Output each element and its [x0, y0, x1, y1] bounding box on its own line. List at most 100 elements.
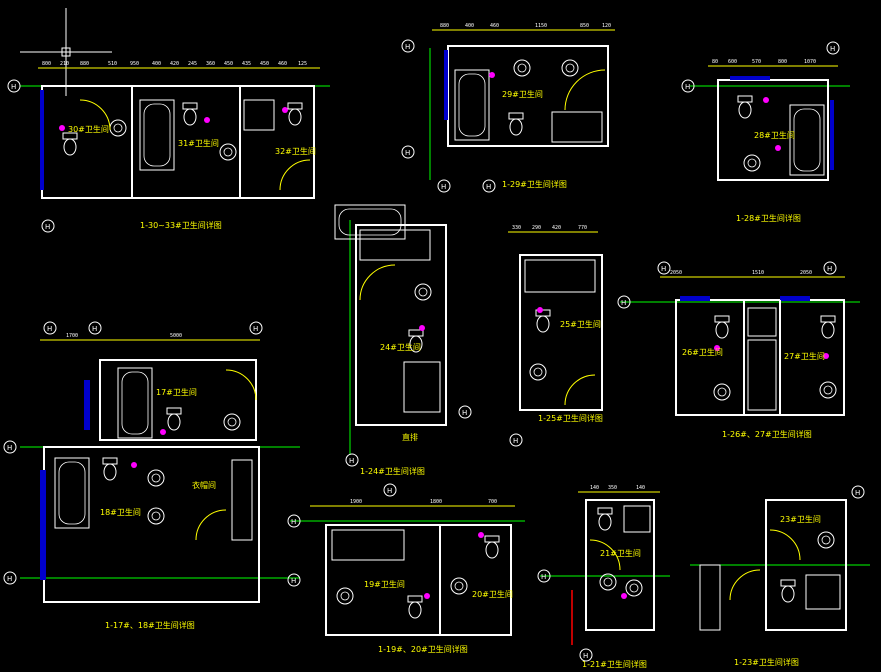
- axis-bubble: H: [826, 41, 840, 55]
- door-swing: [79, 99, 111, 131]
- axis-bubble: H: [3, 440, 17, 454]
- panel-caption: 1-23#卫生间详图: [734, 657, 799, 667]
- toilet-icon: [714, 315, 730, 339]
- wall: [43, 446, 260, 603]
- panel-caption: 1-19#、20#卫生间详图: [378, 644, 468, 654]
- svg-text:450: 450: [224, 61, 233, 67]
- svg-text:210: 210: [60, 61, 69, 67]
- toilet-icon: [287, 102, 303, 126]
- svg-text:800: 800: [778, 59, 787, 65]
- svg-text:H: H: [7, 444, 12, 452]
- svg-text:H: H: [291, 518, 296, 526]
- door-swing: [564, 374, 596, 406]
- toilet-icon: [102, 457, 118, 481]
- bathtub-icon: [454, 69, 490, 141]
- svg-text:H: H: [462, 409, 467, 417]
- room-label: 29#卫生间: [502, 89, 543, 99]
- marker: [537, 307, 543, 313]
- sink-icon: [219, 143, 237, 161]
- wardrobe: [231, 459, 253, 541]
- svg-text:1700: 1700: [66, 333, 78, 339]
- axis-bubble: H: [851, 485, 865, 499]
- toilet-icon: [820, 315, 836, 339]
- dimension-labels: 2050 1510 2050: [670, 270, 812, 276]
- svg-text:H: H: [45, 223, 50, 231]
- svg-text:H: H: [441, 183, 446, 191]
- svg-text:880: 880: [80, 61, 89, 67]
- svg-text:950: 950: [130, 61, 139, 67]
- bathtub: [747, 339, 777, 411]
- room-label: 20#卫生间: [472, 589, 513, 599]
- svg-text:330: 330: [512, 225, 521, 231]
- sink-icon: [109, 119, 127, 137]
- door-swing: [564, 69, 606, 111]
- svg-text:H: H: [486, 183, 491, 191]
- room-note: 直排: [402, 432, 418, 442]
- door-swing: [589, 539, 621, 571]
- window: [830, 100, 834, 170]
- axis-bubble: H: [401, 39, 415, 53]
- sink-icon: [817, 531, 835, 549]
- panel-caption: 1-30~33#卫生间详图: [140, 220, 222, 230]
- panel-caption: 1-21#卫生间详图: [582, 659, 647, 669]
- panel-caption: 1-25#卫生间详图: [538, 413, 603, 423]
- dimension-labels: 1900 1800 700: [350, 499, 497, 505]
- sink-icon: [743, 154, 761, 172]
- sink-icon: [147, 507, 165, 525]
- svg-text:570: 570: [752, 59, 761, 65]
- axis-bubble: H: [681, 79, 695, 93]
- window: [84, 380, 90, 430]
- svg-text:400: 400: [465, 23, 474, 29]
- svg-text:120: 120: [602, 23, 611, 29]
- axis-bubble: H: [823, 261, 837, 275]
- wall: [699, 564, 721, 631]
- room-label: 18#卫生间: [100, 507, 141, 517]
- toilet-icon: [535, 309, 551, 333]
- wall: [765, 499, 847, 631]
- room-label: 28#卫生间: [754, 130, 795, 140]
- shower-tray: [747, 307, 777, 337]
- bathtub-icon: [54, 457, 90, 529]
- dimension-labels: 1700 5000: [66, 333, 182, 339]
- room-label: 31#卫生间: [178, 138, 219, 148]
- bathtub: [524, 259, 596, 293]
- marker: [478, 532, 484, 538]
- svg-text:1800: 1800: [430, 499, 442, 505]
- dimension-labels: 140 350 140: [590, 485, 645, 491]
- room-label: 24#卫生间: [380, 342, 421, 352]
- panel-19-20: 19#卫生间 20#卫生间 1-19#、20#卫生间详图 1900 1800 7…: [287, 483, 525, 654]
- svg-text:H: H: [513, 437, 518, 445]
- room-label: 26#卫生间: [682, 347, 723, 357]
- shower-tray: [551, 111, 603, 143]
- dimension-labels: 330 290 420 770: [512, 225, 587, 231]
- axis-bubble: H: [657, 261, 671, 275]
- axis-bubble: H: [41, 219, 55, 233]
- room-label: 32#卫生间: [275, 146, 316, 156]
- svg-text:5000: 5000: [170, 333, 182, 339]
- toilet-icon: [508, 112, 524, 136]
- svg-text:H: H: [92, 325, 97, 333]
- door-swing: [729, 569, 761, 601]
- svg-text:420: 420: [552, 225, 561, 231]
- panel-29: 29#卫生间 1-29#卫生间详图 880 400 460 1150 850 1…: [401, 23, 615, 193]
- svg-text:H: H: [387, 487, 392, 495]
- sink-icon: [450, 577, 468, 595]
- panel-25: 25#卫生间 1-25#卫生间详图 330 290 420 770 H: [508, 225, 603, 447]
- bathtub: [359, 229, 431, 261]
- axis-bubble: H: [287, 573, 301, 587]
- wall: [675, 299, 845, 416]
- svg-text:H: H: [685, 83, 690, 91]
- svg-text:H: H: [405, 43, 410, 51]
- toilet-icon: [780, 579, 796, 603]
- svg-text:H: H: [827, 265, 832, 273]
- panel-caption: 1-26#、27#卫生间详图: [722, 429, 812, 439]
- sink-icon: [819, 381, 837, 399]
- svg-text:800: 800: [42, 61, 51, 67]
- axis-bubble: H: [88, 321, 102, 335]
- room-label: 21#卫生间: [600, 548, 641, 558]
- window: [40, 90, 44, 190]
- toilet-icon: [484, 535, 500, 559]
- marker: [204, 117, 210, 123]
- svg-text:H: H: [47, 325, 52, 333]
